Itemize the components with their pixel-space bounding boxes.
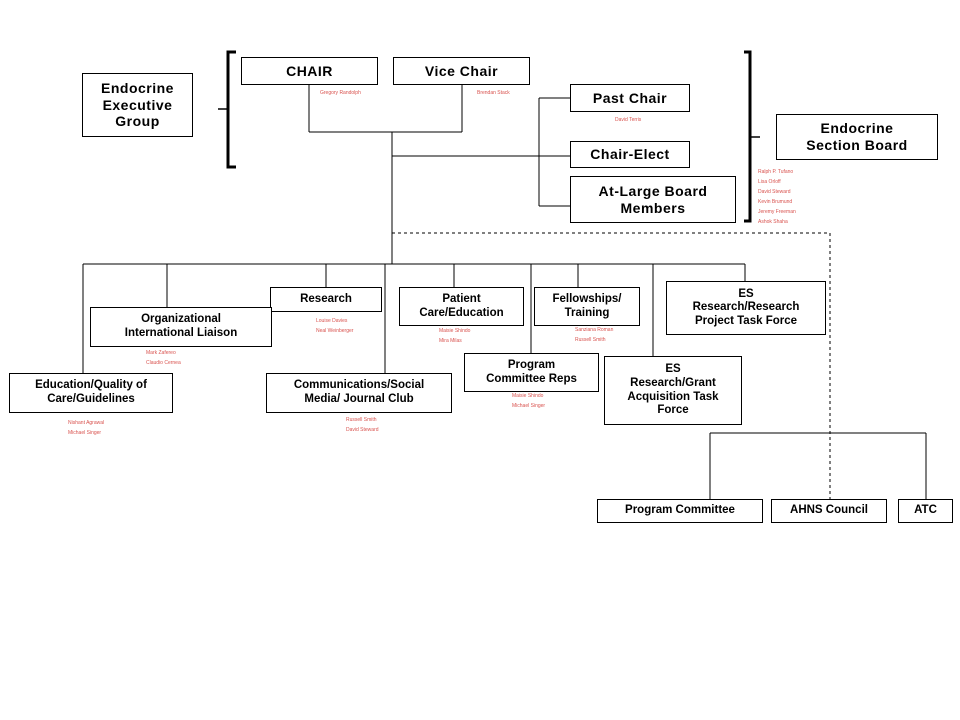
ahns-council-box: AHNS Council [771,499,887,523]
executive-group-box: Endocrine Executive Group [82,73,193,137]
communications-names: Russell Smith David Steward [346,417,379,433]
education-quality-box: Education/Quality of Care/Guidelines [9,373,173,413]
program-committee-reps-names: Maisie Shindo Michael Singer [512,393,546,409]
executive-bracket [226,50,236,169]
section-board-bracket [744,50,752,223]
past-chair-names: David Terris [615,117,642,123]
patient-care-box: Patient Care/Education [399,287,524,326]
fellowships-names: Sanziana Roman Russell Smith [575,327,614,343]
research-names: Louise Davies Neal Weinberger [316,318,354,334]
organizational-liaison-box: Organizational International Liaison [90,307,272,347]
past-chair-box: Past Chair [570,84,690,112]
at-large-box: At-Large Board Members [570,176,736,223]
patient-care-names: Maisie Shindo Mira Milas [439,328,471,344]
fellowships-box: Fellowships/ Training [534,287,640,326]
program-committee-reps-box: Program Committee Reps [464,353,599,392]
chair-elect-box: Chair-Elect [570,141,690,168]
education-quality-names: Nishant Agrawal Michael Singer [68,420,105,436]
es-research-grant-box: ES Research/Grant Acquisition Task Force [604,356,742,425]
atc-box: ATC [898,499,953,523]
es-research-project-box: ES Research/Research Project Task Force [666,281,826,335]
section-board-box: Endocrine Section Board [776,114,938,160]
vice-chair-box: Vice Chair [393,57,530,85]
vice-chair-names: Brendan Stack [477,90,510,96]
chair-box: CHAIR [241,57,378,85]
research-box: Research [270,287,382,312]
communications-box: Communications/Social Media/ Journal Clu… [266,373,452,413]
section-board-names: Ralph P. Tufano Lisa Orloff David Stewar… [758,169,796,225]
chair-names: Gregory Randolph [320,90,361,96]
program-committee-box: Program Committee [597,499,763,523]
organizational-liaison-names: Mark Zafereo Claudio Cernea [146,350,181,366]
